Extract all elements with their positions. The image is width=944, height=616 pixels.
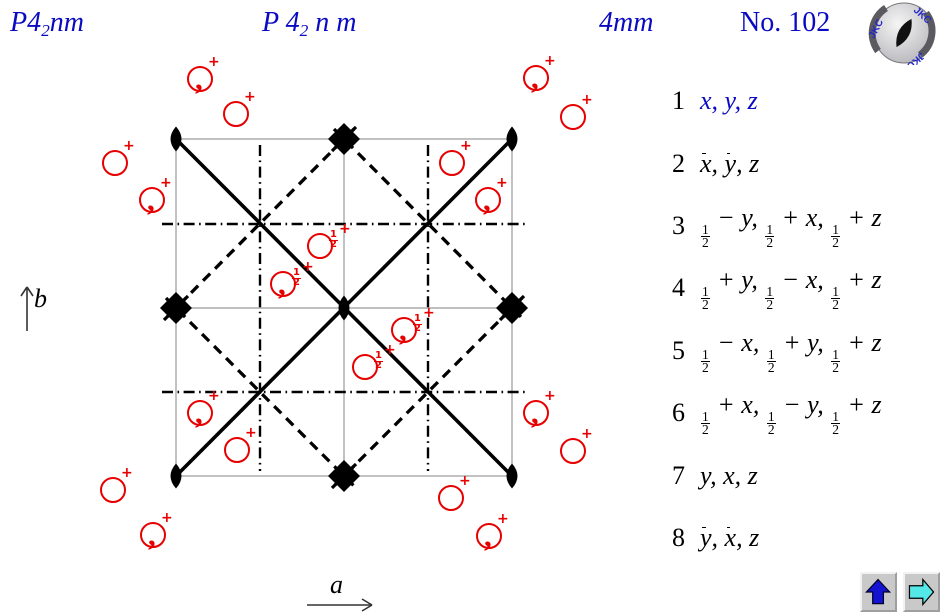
nav-next-button[interactable] — [903, 572, 940, 612]
right-arrow-icon — [908, 577, 935, 607]
atom-circle: + — [560, 427, 593, 464]
atom-height-label: + — [244, 89, 256, 105]
operation-number: 6 — [672, 398, 685, 428]
a-axis-arrow — [307, 598, 373, 612]
atom-circle: + — [224, 426, 257, 463]
atom-height-label: + — [208, 388, 220, 404]
operation-number: 3 — [672, 210, 685, 240]
b-axis-label: b — [34, 284, 47, 313]
atom-circle: , + — [140, 511, 173, 550]
atom-height-label: + — [497, 511, 509, 527]
atom-circle: + — [102, 139, 135, 176]
atom-circle: , + — [139, 176, 172, 215]
atom-height-label: + — [544, 53, 556, 69]
atom-circle: , + — [523, 389, 556, 428]
atom-height-label: + — [208, 54, 220, 70]
atom-circle: , + — [523, 54, 556, 93]
operation-number: 4 — [672, 273, 685, 303]
atom-circle: , + — [187, 389, 220, 428]
atom-circle: + — [560, 93, 593, 130]
atom-height-label: + — [581, 92, 593, 108]
operation-number: 2 — [672, 148, 685, 178]
symmetry-operation-row: 2 x, y, z — [672, 132, 944, 194]
symmetry-operation-row: 7 y, x, z — [672, 444, 944, 506]
atom-height-label: + — [460, 138, 472, 154]
logo-eye — [896, 18, 912, 48]
atom-height-label: + — [581, 426, 593, 442]
atom-height-label: + — [496, 175, 508, 191]
operation-coordinates: x, y, z — [700, 148, 760, 178]
jkc-logo[interactable]: JKC JKC JKC — [866, 1, 942, 71]
operation-number: 8 — [672, 522, 685, 552]
up-arrow-icon — [865, 578, 892, 605]
atom-circle: , + — [475, 176, 508, 215]
a-axis-label: a — [330, 570, 343, 599]
atom-circle: , + — [187, 55, 220, 94]
symmetry-operation-row: 8 y, x, z — [672, 507, 944, 569]
atom-height-label: + — [121, 465, 133, 481]
atom-height-label: + — [245, 425, 257, 441]
logo-swoosh-right — [917, 10, 936, 58]
atom-circle: , + — [476, 512, 509, 551]
atom-circle: + — [223, 90, 256, 127]
operation-number: 1 — [672, 86, 685, 116]
operation-number: 7 — [672, 460, 685, 490]
operation-number: 5 — [672, 335, 685, 365]
atoms-layer: , + + + , + , + — [100, 54, 593, 551]
operation-coordinates: y, x, z — [700, 460, 758, 490]
atom-height-label: + — [544, 388, 556, 404]
hm-symbol-spaced: P 42 n m — [262, 7, 357, 40]
atom-height-label: + — [161, 510, 173, 526]
point-group-label: 4mm — [599, 7, 654, 38]
nav-up-button[interactable] — [860, 572, 897, 612]
jkc-logo-graphic: JKC JKC JKC — [867, 2, 936, 71]
operation-coordinates: y, x, z — [700, 522, 760, 552]
hm-symbol-title: P42nm — [10, 7, 85, 40]
atom-height-label: + — [160, 175, 172, 191]
symmetry-operation-row: 1 x, y, z — [672, 70, 944, 132]
space-group-number: No. 102 — [740, 7, 831, 38]
atom-circle: + — [100, 466, 133, 503]
atom-circle: + — [439, 139, 472, 176]
atom-height-label: + — [123, 138, 135, 154]
atom-circle: + — [438, 474, 471, 511]
logo-swoosh-left — [868, 5, 889, 54]
b-axis-arrow — [20, 286, 34, 331]
atom-height-label: + — [459, 473, 471, 489]
operation-coordinates: x, y, z — [700, 86, 758, 116]
